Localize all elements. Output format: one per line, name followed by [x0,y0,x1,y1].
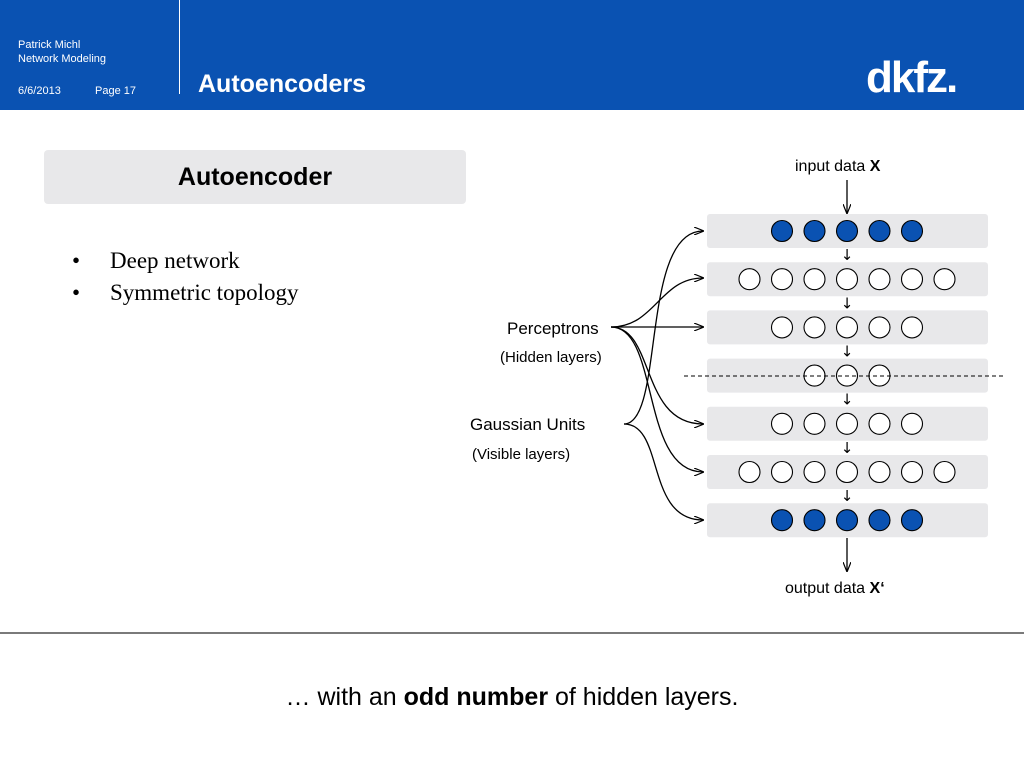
bullet-icon: • [72,248,81,273]
hidden-node [900,268,924,291]
visible-node [835,509,859,532]
hidden-node [803,460,826,484]
hidden-node [738,268,761,291]
hidden-node [868,316,891,339]
section-title: Autoencoder [177,163,333,191]
hidden-node [770,412,794,435]
visible-node [868,219,891,243]
footer-emphasis: odd number [403,683,549,711]
hidden-node [803,412,826,435]
layer-arrow-icon: ↓ [841,246,854,264]
bullet-icon: • [72,280,81,305]
visible-node [835,219,859,243]
input-data-label: input data X [795,158,881,175]
footer-prefix: … with an [285,683,404,711]
hidden-node [770,460,794,484]
footer-suffix: of hidden layers. [548,683,739,711]
perceptrons-arrow-lower [610,326,703,472]
bullet-text: Symmetric topology [110,280,299,305]
gaussian-arrow-top [623,231,703,425]
visible-node [900,219,924,243]
layer-arrow-icon: ↓ [841,487,854,505]
visible-node [803,509,826,532]
hidden-node [803,316,826,339]
perceptrons-arrow-lower-mid [610,326,703,424]
hidden-node [900,316,924,339]
hidden-node [803,364,826,387]
section-heading-box: Autoencoder [44,150,466,204]
logo-text: dkfz. [866,54,956,100]
hidden-node [900,412,924,435]
footer-divider [0,632,1024,634]
visible-node [770,219,794,243]
presentation-subtitle: Network Modeling [18,53,107,65]
perceptrons-label: Perceptrons [507,319,599,338]
gaussian-units-label: Gaussian Units [470,415,585,434]
hidden-node [738,460,761,484]
autoencoder-diagram: input data X output data X‘ Perceptrons … [470,158,1004,597]
gaussian-arrow-bottom [623,423,703,520]
hidden-node [933,460,956,484]
hidden-node [835,460,859,484]
hidden-node [835,316,859,339]
layer-arrow-icon: ↓ [841,343,854,361]
hidden-node [770,316,794,339]
slide-date: 6/6/2013 [18,85,61,97]
bullet-item: • Deep network [72,245,298,277]
visible-node [900,509,924,532]
hidden-layers-label: (Hidden layers) [500,349,602,366]
hidden-node [770,268,794,291]
footer-caption: … with an odd number of hidden layers. [0,683,1024,712]
hidden-node [868,364,891,387]
hidden-node [868,268,891,291]
layer-arrow-icon: ↓ [841,391,854,409]
layer-arrow-icon: ↓ [841,294,854,312]
header-divider [179,0,180,94]
dkfz-logo: dkfz. [866,54,958,100]
hidden-node [900,460,924,484]
perceptrons-arrow-upper [610,278,703,328]
visible-node [868,509,891,532]
hidden-node [933,268,956,291]
visible-node [803,219,826,243]
network-layers: ↓ ↓ ↓ ↓ ↓ ↓ [707,214,988,538]
output-data-label: output data X‘ [785,580,885,597]
bullet-list: • Deep network • Symmetric topology [72,245,298,309]
visible-node [770,509,794,532]
hidden-node [868,412,891,435]
hidden-node [868,460,891,484]
author-name: Patrick Michl [18,39,81,51]
page-number: Page 17 [95,85,136,97]
hidden-node [803,268,826,291]
visible-layers-label: (Visible layers) [472,446,570,463]
slide-title: Autoencoders [198,70,367,98]
bullet-item: • Symmetric topology [72,277,298,309]
hidden-node [835,268,859,291]
bullet-text: Deep network [110,248,240,273]
layer-arrow-icon: ↓ [841,439,854,457]
slide-header: Patrick Michl Network Modeling 6/6/2013 … [0,0,1024,110]
hidden-node [835,412,859,435]
